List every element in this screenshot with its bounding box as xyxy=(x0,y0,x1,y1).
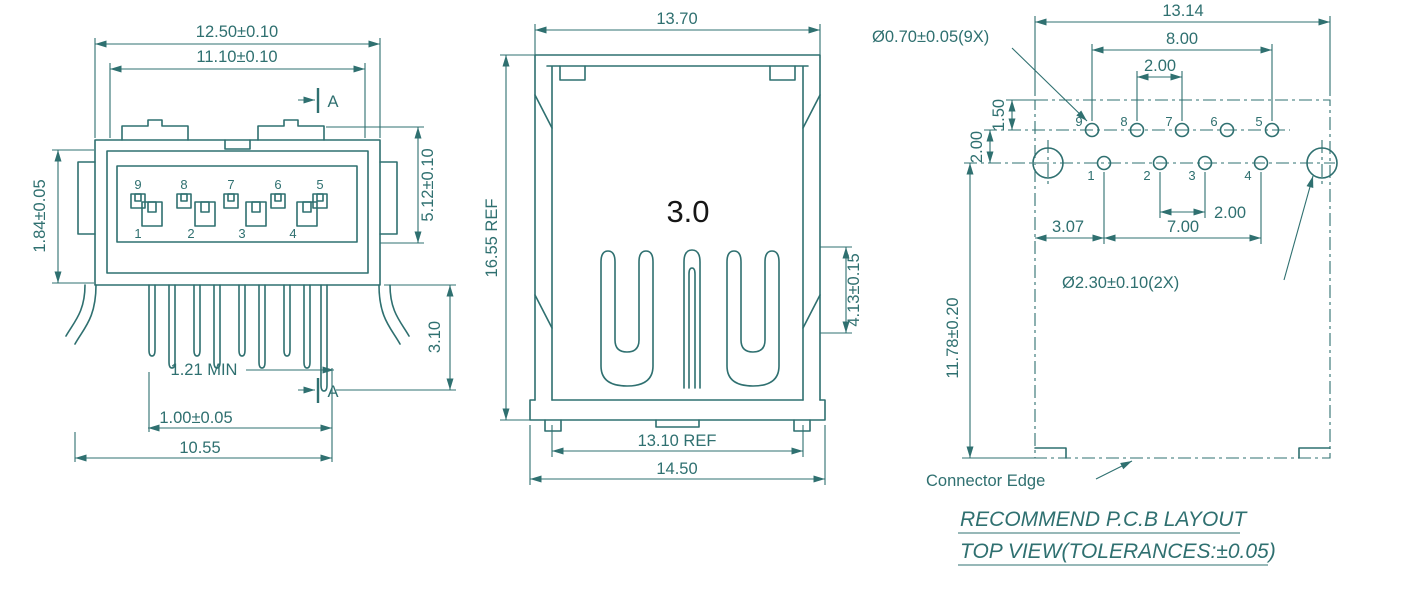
side-feet xyxy=(544,419,811,432)
pin-hole xyxy=(1129,122,1145,138)
hole-number-8: 8 xyxy=(1120,114,1127,129)
pcb-layout-view: 9 8 7 6 5 1 2 3 4 13.14 8.00 2.00 Ø0.70±… xyxy=(872,2,1338,566)
front-dim-opening-height: 5.12±0.10 xyxy=(419,148,437,221)
pcb-dim-pitch-bottom: 2.00 xyxy=(1214,204,1246,222)
side-spring-cuts xyxy=(534,94,821,329)
pin-hole xyxy=(1152,155,1168,171)
front-dim-leg-length: 3.10 xyxy=(426,321,444,353)
pin-contact xyxy=(194,201,216,227)
mount-hole-left xyxy=(1032,147,1064,179)
pin-number-2: 2 xyxy=(187,226,194,241)
front-pins-bottom: 1 2 3 4 xyxy=(134,201,318,241)
pin-number-3: 3 xyxy=(238,226,245,241)
section-label-top: A xyxy=(327,93,338,111)
contact-fork-left xyxy=(600,250,654,387)
pin-hole xyxy=(1197,155,1213,171)
side-dim-height: 16.55 REF xyxy=(483,199,501,278)
pcb-dim-pitch-top: 2.00 xyxy=(1144,57,1176,75)
pcb-edge-notches xyxy=(1034,447,1331,459)
small-hole-leader xyxy=(1011,47,1088,122)
hole-number-2: 2 xyxy=(1143,168,1150,183)
pin-number-8: 8 xyxy=(180,177,187,192)
side-dim-width-inner: 13.10 REF xyxy=(638,432,717,450)
hole-number-7: 7 xyxy=(1165,114,1172,129)
hole-number-9: 9 xyxy=(1075,114,1082,129)
side-base-flange xyxy=(529,399,826,421)
hole-number-1: 1 xyxy=(1087,168,1094,183)
pin-hole xyxy=(1096,155,1112,171)
pin-legs xyxy=(148,284,328,392)
hole-number-5: 5 xyxy=(1255,114,1262,129)
pin-contact xyxy=(296,201,318,227)
shell-top-tab-right xyxy=(257,119,325,141)
shell-outline xyxy=(94,139,381,286)
hole-number-3: 3 xyxy=(1188,168,1195,183)
contact-center-latch xyxy=(683,249,701,389)
hole-number-4: 4 xyxy=(1244,168,1251,183)
pcb-dim-bottom-span: 7.00 xyxy=(1167,218,1199,236)
pcb-callout-small-hole: Ø0.70±0.05(9X) xyxy=(872,28,989,46)
pcb-dim-depth: 11.78±0.20 xyxy=(944,297,962,378)
front-pins-top: 9 8 7 6 5 xyxy=(130,177,328,209)
pin-hole xyxy=(1219,122,1235,138)
pcb-dim-row-gap: 2.00 xyxy=(968,131,986,163)
pin-hole xyxy=(1253,155,1269,171)
pin-number-5: 5 xyxy=(316,177,323,192)
side-body-inner xyxy=(546,65,809,401)
side-body-outline xyxy=(534,54,821,401)
front-view: 9 8 7 6 5 1 2 3 4 12.50±0.10 11.10±0.10 … xyxy=(31,23,456,462)
front-dim-width-inner: 11.10±0.10 xyxy=(196,48,277,66)
side-dim-width-outer: 14.50 xyxy=(656,460,697,478)
pin-hole xyxy=(1174,122,1190,138)
hole-number-6: 6 xyxy=(1210,114,1217,129)
front-dim-pin-min: 1.21 MIN xyxy=(171,361,238,379)
pin-number-6: 6 xyxy=(274,177,281,192)
pcb-centerlines xyxy=(964,129,1335,188)
side-top-hooks xyxy=(559,65,796,81)
front-dim-pin-width: 1.00±0.05 xyxy=(159,409,232,427)
usb-version-label: 3.0 xyxy=(666,194,709,229)
side-dim-width-top: 13.70 xyxy=(656,10,697,28)
shell-top-notch xyxy=(224,139,251,150)
pcb-dim-row-span: 8.00 xyxy=(1166,30,1198,48)
pin-number-7: 7 xyxy=(227,177,234,192)
pin-hole xyxy=(1084,122,1100,138)
pcb-extension-lines xyxy=(962,16,1331,459)
front-extension-lines xyxy=(52,38,456,462)
front-dim-pin-span: 10.55 xyxy=(179,439,220,457)
contact-fork-right xyxy=(726,250,780,387)
mount-ear-right xyxy=(379,161,398,235)
note-recommend-pcb-layout: RECOMMEND P.C.B LAYOUT xyxy=(960,508,1248,531)
pcb-callout-large-hole: Ø2.30±0.10(2X) xyxy=(1062,274,1179,292)
pin-contact xyxy=(245,201,267,227)
pcb-dim-width: 13.14 xyxy=(1162,2,1203,20)
tongue xyxy=(116,165,358,243)
shell-top-tab-left xyxy=(121,119,189,141)
connector-edge-leader xyxy=(1095,460,1133,480)
side-dim-latch: 4.13±0.15 xyxy=(845,253,863,326)
side-extension-lines xyxy=(500,24,852,485)
shell-legs-bent xyxy=(65,284,410,345)
front-dim-shell-height: 1.84±0.05 xyxy=(31,179,49,252)
section-label-bottom: A xyxy=(327,383,338,401)
side-view: 13.70 16.55 REF 3.0 4.13±0.15 13.10 REF … xyxy=(483,10,863,485)
shell-inner xyxy=(106,150,369,274)
mount-hole-right xyxy=(1306,147,1338,179)
mount-ear-left xyxy=(77,161,96,235)
pin-hole xyxy=(1264,122,1280,138)
pin-number-9: 9 xyxy=(134,177,141,192)
pcb-dim-edge-to-pin1: 3.07 xyxy=(1052,218,1084,236)
pin-number-4: 4 xyxy=(289,226,296,241)
pcb-holes-bottom-row: 1 2 3 4 xyxy=(1087,155,1269,183)
pcb-holes-top-row: 9 8 7 6 5 xyxy=(1075,114,1280,138)
front-dim-width-outer: 12.50±0.10 xyxy=(196,23,278,41)
pcb-dim-edge-to-row1: 1.50 xyxy=(990,99,1008,131)
note-top-view-tolerances: TOP VIEW(TOLERANCES:±0.05) xyxy=(960,540,1276,563)
connector-edge-label: Connector Edge xyxy=(926,472,1045,490)
pin-number-1: 1 xyxy=(134,226,141,241)
large-hole-leader xyxy=(1283,175,1314,281)
